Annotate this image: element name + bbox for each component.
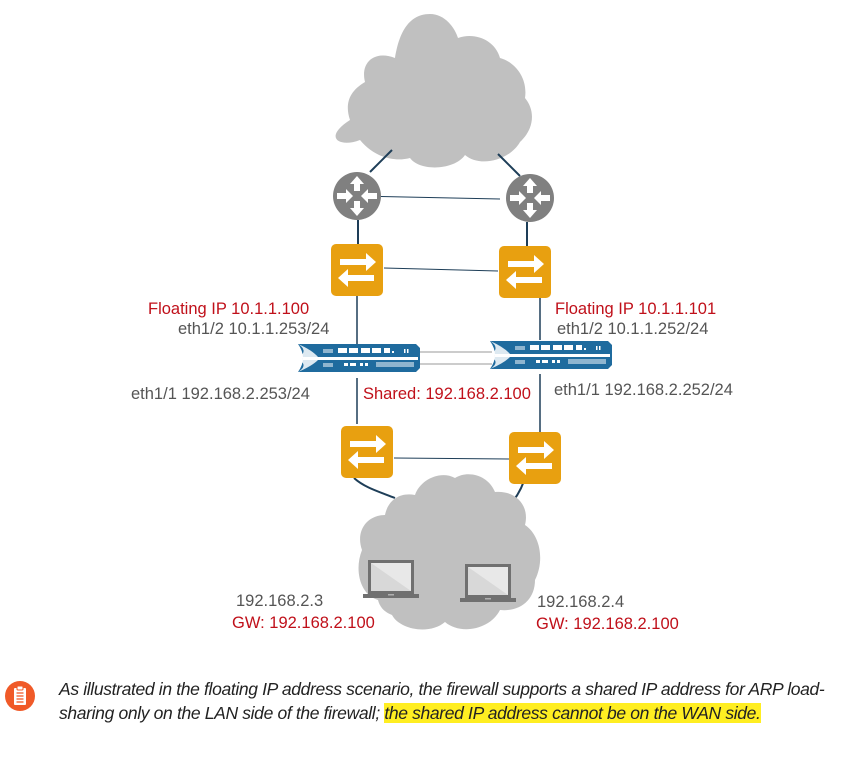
note-text-highlighted: the shared IP address cannot be on the W…: [384, 703, 761, 723]
laptop-left-icon: [363, 560, 419, 598]
host-right-ip-label: 192.168.2.4: [537, 593, 625, 611]
network-diagram: [298, 14, 612, 630]
link-switch-left-lancloud: [353, 477, 396, 499]
clipboard-note-icon: [5, 681, 35, 711]
shared-ip-label: Shared: 192.168.2.100: [363, 385, 531, 403]
host-left-gw-label: GW: 192.168.2.100: [232, 614, 375, 632]
fw-left-eth11-label: eth1/1 192.168.2.253/24: [131, 385, 310, 403]
link-cloud-router-right: [497, 153, 521, 177]
note-text-plain: As illustrated in the floating IP addres…: [59, 679, 825, 723]
link-router-router: [359, 195, 501, 200]
switch-bottom-right-icon: [509, 432, 561, 484]
switch-top-left-icon: [331, 244, 383, 296]
fw-right-eth12-label: eth1/2 10.1.1.252/24: [557, 320, 709, 338]
host-right-gw-label: GW: 192.168.2.100: [536, 615, 679, 633]
link-switch-switch-top: [383, 267, 499, 272]
lan-cloud-icon: [358, 474, 541, 630]
fw-right-floating-ip-label: Floating IP 10.1.1.101: [555, 300, 717, 318]
host-left-ip-label: 192.168.2.3: [236, 592, 324, 610]
link-switch-switch-bottom: [393, 457, 511, 460]
firewall-right-icon: [490, 341, 612, 369]
fw-left-eth12-label: eth1/2 10.1.1.253/24: [178, 320, 330, 338]
wan-cloud-icon: [335, 14, 532, 168]
router-right-icon: [506, 174, 554, 222]
fw-left-floating-ip-label: Floating IP 10.1.1.100: [148, 300, 310, 318]
link-cloud-router-left: [369, 149, 393, 173]
switch-bottom-left-icon: [341, 426, 393, 478]
note-text: As illustrated in the floating IP addres…: [59, 677, 849, 725]
switch-top-right-icon: [499, 246, 551, 298]
fw-right-eth11-label: eth1/1 192.168.2.252/24: [554, 381, 733, 399]
laptop-right-icon: [460, 564, 516, 602]
router-left-icon: [333, 172, 381, 220]
note-callout: As illustrated in the floating IP addres…: [0, 672, 852, 757]
firewall-left-icon: [298, 344, 420, 372]
